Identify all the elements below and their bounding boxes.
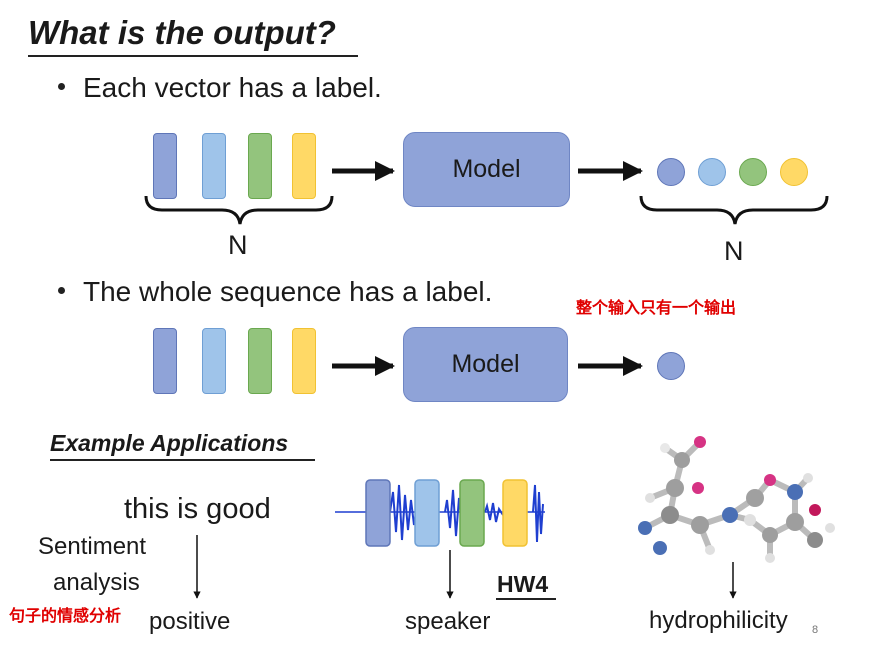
output-label-3 bbox=[739, 158, 767, 186]
waveform-icon bbox=[389, 484, 544, 543]
input-vector-2 bbox=[202, 328, 226, 394]
example-arrows bbox=[193, 535, 737, 599]
output-label-2 bbox=[698, 158, 726, 186]
input-vector-2 bbox=[202, 133, 226, 199]
bullet-dot bbox=[58, 83, 65, 91]
bullet-whole-sequence: The whole sequence has a label. bbox=[58, 276, 492, 308]
output-label-1 bbox=[657, 158, 685, 186]
row1-diagram-lines bbox=[144, 161, 829, 225]
output-count-label: N bbox=[724, 236, 744, 266]
bullet-text: The whole sequence has a label. bbox=[83, 276, 493, 307]
audio-waveform-with-vectors bbox=[335, 479, 545, 547]
bullet-each-vector: Each vector has a label. bbox=[58, 72, 382, 104]
row2-diagram-lines bbox=[332, 356, 643, 376]
model-label: Model bbox=[451, 350, 520, 378]
input-vector-3 bbox=[248, 328, 272, 394]
sequence-output-label bbox=[657, 352, 685, 380]
sentiment-input-text: this is good bbox=[124, 493, 271, 525]
chinese-note-sentiment: 句子的情感分析 bbox=[9, 608, 122, 625]
sentiment-task-line1: Sentiment bbox=[38, 533, 147, 560]
molecule-output: hydrophilicity bbox=[649, 607, 788, 634]
examples-heading: Example Applications bbox=[50, 430, 289, 456]
speaker-output: speaker bbox=[405, 608, 491, 635]
homework-label: HW4 bbox=[497, 571, 549, 597]
input-brace bbox=[144, 195, 334, 225]
sentiment-output: positive bbox=[149, 608, 231, 635]
input-vector-4 bbox=[292, 133, 316, 199]
bullet-text: Each vector has a label. bbox=[83, 72, 382, 103]
input-vector-4 bbox=[292, 328, 316, 394]
molecule-image bbox=[638, 436, 835, 563]
page-number: 8 bbox=[812, 624, 819, 636]
input-count-label: N bbox=[228, 230, 248, 260]
input-vector-1 bbox=[153, 328, 177, 394]
model-box-2: Model bbox=[403, 327, 568, 402]
slide-title: What is the output? bbox=[28, 14, 336, 51]
bullet-dot bbox=[58, 287, 65, 295]
input-vector-1 bbox=[153, 133, 177, 199]
model-box-1: Model bbox=[403, 132, 570, 207]
examples-underline bbox=[50, 459, 315, 461]
output-brace bbox=[639, 195, 829, 225]
sentiment-task-line2: analysis bbox=[53, 569, 140, 596]
input-vector-3 bbox=[248, 133, 272, 199]
title-underline bbox=[28, 55, 358, 57]
homework-underline bbox=[496, 598, 556, 600]
chinese-note-one-output: 整个输入只有一个输出 bbox=[576, 300, 737, 317]
model-label: Model bbox=[452, 155, 521, 183]
output-label-4 bbox=[780, 158, 808, 186]
